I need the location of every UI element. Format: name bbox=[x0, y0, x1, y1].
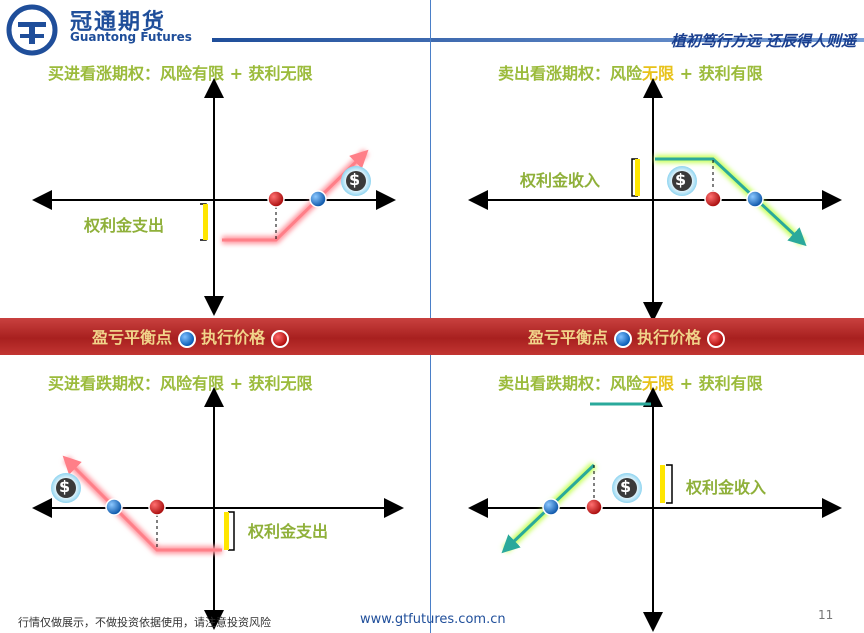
logo-icon bbox=[6, 4, 58, 56]
diagram-sell-put bbox=[468, 387, 842, 632]
legend-right: 盈亏平衡点 执行价格 bbox=[528, 324, 725, 348]
title-buy-put: 买进看跌期权：风险有限 + 获利无限 bbox=[48, 374, 313, 393]
dollar-sign: $ bbox=[349, 170, 361, 189]
diagram-sell-call bbox=[468, 78, 842, 322]
legend-breakeven-label: 盈亏平衡点 bbox=[528, 328, 609, 347]
dollar-icon bbox=[667, 166, 697, 196]
dollar-icon bbox=[341, 166, 371, 196]
diagram-buy-call bbox=[32, 78, 396, 316]
legend-strike-label: 执行价格 bbox=[201, 328, 266, 347]
strike-dot-icon bbox=[270, 329, 289, 348]
title-sell-put: 卖出看跌期权：风险无限 + 获利有限 bbox=[498, 374, 763, 393]
dollar-icon bbox=[612, 473, 642, 503]
legend-strike-label: 执行价格 bbox=[637, 328, 702, 347]
breakeven-dot-icon bbox=[613, 329, 632, 348]
premium-received-label: 权利金收入 bbox=[686, 478, 767, 497]
premium-paid-label: 权利金支出 bbox=[84, 216, 165, 235]
page-number: 11 bbox=[818, 608, 834, 622]
vertical-divider bbox=[430, 0, 431, 633]
dollar-sign: $ bbox=[620, 477, 632, 496]
dollar-icon bbox=[51, 473, 81, 503]
diagram-buy-put bbox=[32, 387, 404, 630]
breakeven-dot-icon bbox=[177, 329, 196, 348]
legend-left: 盈亏平衡点 执行价格 bbox=[92, 324, 289, 348]
title-buy-call: 买进看涨期权：风险有限 + 获利无限 bbox=[48, 64, 313, 83]
website-link[interactable]: www.gtfutures.com.cn bbox=[360, 612, 506, 627]
dollar-sign: $ bbox=[675, 170, 687, 189]
strike-dot-icon bbox=[706, 329, 725, 348]
disclaimer: 行情仅做展示，不做投资依据使用，请注意投资风险 bbox=[18, 616, 271, 629]
legend-breakeven-label: 盈亏平衡点 bbox=[92, 328, 173, 347]
header-rule bbox=[212, 38, 864, 42]
premium-received-label: 权利金收入 bbox=[520, 171, 601, 190]
premium-paid-label: 权利金支出 bbox=[248, 522, 329, 541]
brand-name-cn: 冠通期货 bbox=[70, 10, 167, 35]
brand-name-en: Guantong Futures bbox=[70, 30, 192, 44]
dollar-sign: $ bbox=[59, 477, 71, 496]
slogan: 植初笃行方远 还辰得人则遥 bbox=[670, 32, 856, 50]
